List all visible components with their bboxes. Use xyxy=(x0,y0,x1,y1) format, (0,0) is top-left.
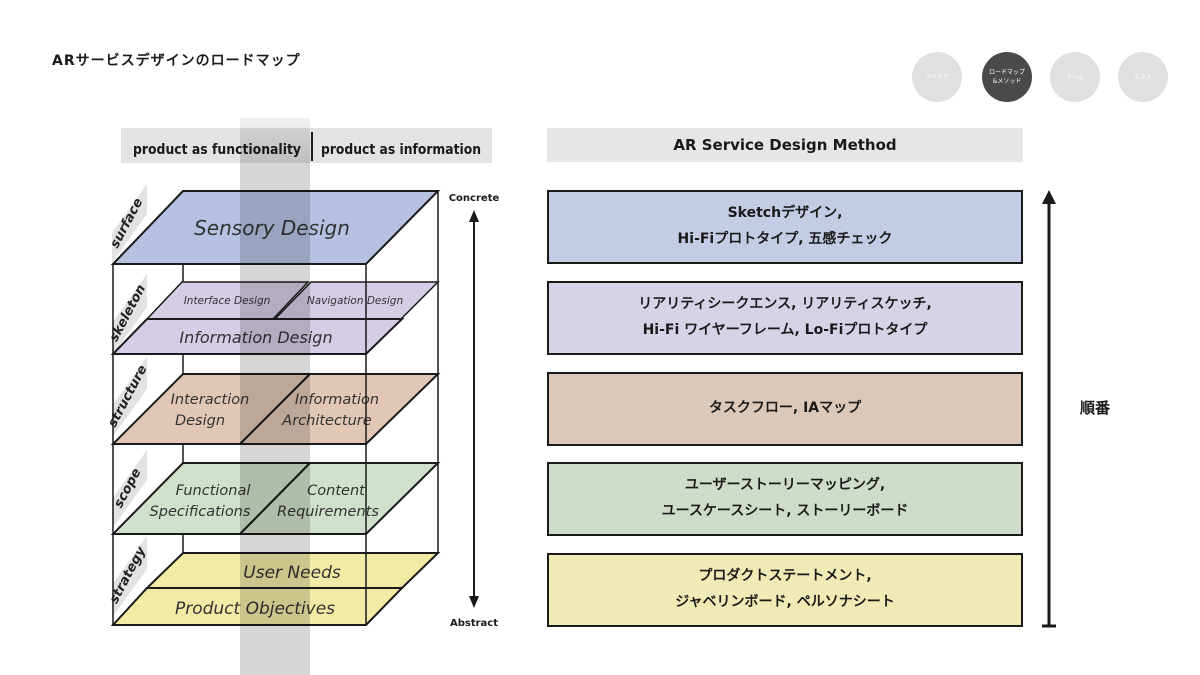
interaction-label: Interaction xyxy=(171,392,250,408)
navigation-design-label: Navigation Design xyxy=(307,295,403,307)
interaction-design-label: Design xyxy=(175,413,225,429)
elements-of-ux-diagram: product as functionality product as info… xyxy=(105,118,500,675)
content-label: Content xyxy=(307,483,366,499)
nav-idea[interactable]: アイデア xyxy=(912,52,962,102)
nav-team[interactable]: チーム xyxy=(1050,52,1100,102)
page-title: ARサービスデザインのロードマップ xyxy=(52,53,301,69)
order-arrow xyxy=(1042,190,1056,628)
method-step-surface: Sketchデザイン, Hi-Fiプロトタイプ, 五感チェック xyxy=(547,190,1023,264)
method-step-scope: ユーザーストーリーマッピング, ユースケースシート, ストーリーボード xyxy=(547,462,1023,536)
method-step-skeleton: リアリティシークエンス, リアリティスケッチ, Hi-Fi ワイヤーフレーム, … xyxy=(547,281,1023,355)
concrete-abstract-axis: Concrete Abstract xyxy=(449,193,500,629)
specifications-label: Specifications xyxy=(150,504,251,520)
functional-label: Functional xyxy=(176,483,251,499)
nav-test-label: テスト xyxy=(1133,73,1152,81)
method-step-strategy: プロダクトステートメント, ジャベリンボード, ペルソナシート xyxy=(547,553,1023,627)
method-header: AR Service Design Method xyxy=(547,128,1023,162)
information-label: Information xyxy=(295,392,379,408)
nav-team-label: チーム xyxy=(1066,73,1084,81)
order-label: 順番 xyxy=(1080,399,1111,417)
wireframe-front xyxy=(112,264,367,625)
method-step-structure: タスクフロー, IAマップ xyxy=(547,372,1023,446)
abstract-label: Abstract xyxy=(450,618,498,629)
nav-roadmap-method[interactable]: ロードマップ &メソッド xyxy=(982,52,1032,102)
nav-test[interactable]: テスト xyxy=(1118,52,1168,102)
concrete-label: Concrete xyxy=(449,193,500,204)
functionality-information-divider-shade xyxy=(240,118,310,675)
header-information-label: product as information xyxy=(321,142,481,158)
nav-idea-label: アイデア xyxy=(925,73,949,81)
nav-roadmap-method-label: ロードマップ &メソッド xyxy=(988,69,1025,85)
